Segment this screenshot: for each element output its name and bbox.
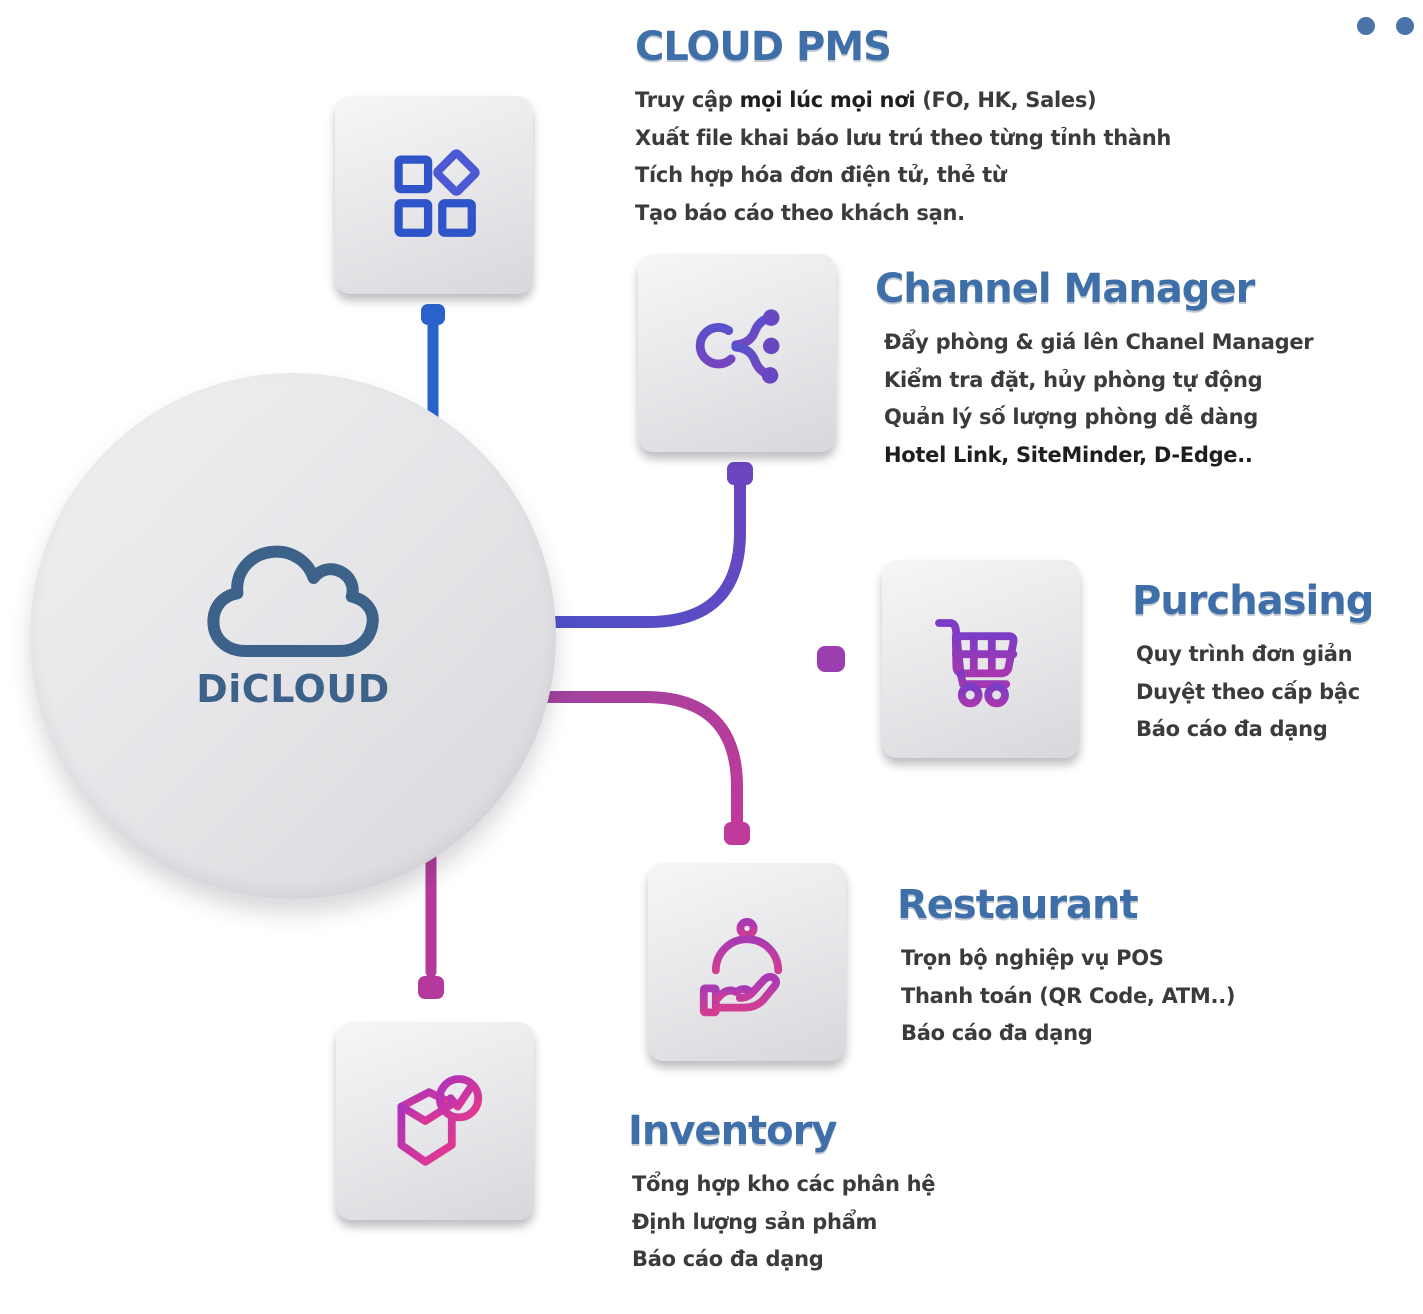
feature-line: Quản lý số lượng phòng dễ dàng [884,405,1259,429]
purchasing-connector-cap [817,646,845,672]
section-cloud-pms: CLOUD PMS Truy cập mọi lúc mọi nơi (FO, … [635,24,1171,232]
restaurant-icon-card [648,863,846,1061]
feature-line: Tổng hợp kho các phân hệ [632,1172,936,1196]
feature-line: Xuất file khai báo lưu trú theo từng tỉn… [635,125,1172,150]
section-title: CLOUD PMS [635,24,892,70]
feature-line: Trọn bộ nghiệp vụ POS [901,946,1164,970]
pms-connector-cap [421,304,445,325]
feature-line: Báo cáo đa dạng [1136,717,1328,741]
feature-line: Hotel Link, SiteMinder, D-Edge.. [884,442,1253,467]
shopping-cart-icon [935,619,1018,708]
section-title: Purchasing [1132,578,1374,624]
section-title: Restaurant [897,882,1139,928]
purchasing-icon-card [882,560,1080,758]
channel-icon-card [638,254,836,452]
section-channel-manager: Channel Manager Đẩy phòng & giá lên Chan… [875,266,1314,474]
cloud-icon [207,545,379,658]
feature-line: Đẩy phòng & giá lên Chanel Manager [884,330,1314,354]
inventory-connector-cap [418,976,444,999]
feature-line: Tích hợp hóa đơn điện tử, thẻ từ [635,163,1007,187]
section-purchasing: Purchasing Quy trình đơn giản Duyệt theo… [1132,578,1374,749]
dicloud-hub-circle: DiCLOUD [30,373,556,899]
section-title: Channel Manager [875,266,1255,312]
serving-cloche-icon [699,917,792,1017]
branch-hub-icon [695,309,780,384]
restaurant-connector-line [542,691,743,828]
feature-line: Thanh toán (QR Code, ATM..) [901,983,1236,1008]
feature-line: Tạo báo cáo theo khách sạn. [635,200,965,225]
channel-connector-cap [727,462,753,485]
app-grid-icon [394,149,480,237]
feature-line: Định lượng sản phẩm [632,1209,878,1234]
feature-line: Báo cáo đa dạng [901,1021,1093,1045]
box-check-icon [397,1075,483,1166]
restaurant-connector-cap [724,822,750,845]
decor-dot [1357,17,1375,35]
decor-dot [1396,17,1414,35]
section-restaurant: Restaurant Trọn bộ nghiệp vụ POS Thanh t… [897,882,1235,1053]
brand-label: DiCLOUD [196,667,390,711]
feature-line: Báo cáo đa dạng [632,1247,824,1271]
feature-line: Duyệt theo cấp bậc [1136,679,1360,704]
pms-icon-card [335,96,533,294]
feature-line: Kiểm tra đặt, hủy phòng tự động [884,367,1263,392]
channel-connector-line [542,478,746,628]
section-title: Inventory [628,1108,837,1154]
feature-line: Quy trình đơn giản [1136,642,1353,666]
section-inventory: Inventory Tổng hợp kho các phân hệ Định … [628,1108,936,1279]
feature-line: Truy cập mọi lúc mọi nơi (FO, HK, Sales) [635,88,1097,112]
inventory-icon-card [336,1022,534,1220]
